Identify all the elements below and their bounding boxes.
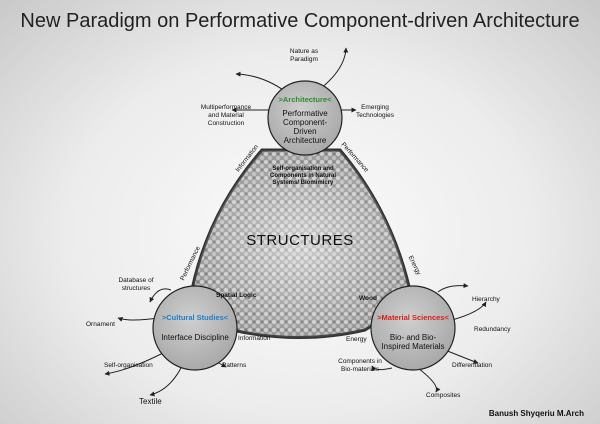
spoke-nature: Nature as Paradigm	[289, 48, 319, 63]
spoke-ornament: Ornament	[86, 321, 115, 328]
architecture-header: >Architecture<	[278, 95, 332, 104]
page-title: New Paradigm on Performative Component-d…	[20, 10, 580, 32]
spoke-arrow	[104, 351, 166, 376]
cultural-label: Interface Discipline	[161, 333, 229, 342]
spoke-textile: Textile	[139, 397, 162, 406]
spoke-database: Database of structures	[118, 277, 154, 292]
spoke-composites: Composites	[426, 392, 461, 399]
spoke-multiperformance: Multiperformance and Material Constructi…	[200, 104, 252, 127]
node-architecture	[267, 80, 343, 156]
spoke-arrow	[149, 288, 172, 303]
material-label: Bio- and Bio-Inspired Materials	[381, 333, 445, 351]
spoke-hierarchy: Hierarchy	[472, 296, 500, 303]
spoke-patterns: Patterns	[222, 362, 247, 369]
material-header: >Material Sciences<	[377, 313, 449, 322]
spoke-emerging: Emerging Technologies	[356, 104, 394, 119]
spoke-wood: Wood	[359, 295, 377, 302]
edge-bottom-right: Energy	[346, 336, 367, 343]
spoke-spatial: Spatial Logic	[216, 292, 257, 299]
spoke-components-bio: Components in Bio-materials	[338, 358, 382, 373]
spoke-redundancy: Redundancy	[474, 326, 511, 333]
spoke-arrow	[117, 317, 159, 322]
edge-bottom-left: Information	[238, 335, 271, 342]
spoke-self-org: Self-organisation	[104, 362, 153, 369]
spoke-arrow	[149, 365, 183, 397]
node-material-sciences	[370, 285, 456, 371]
inner-note: Self-organisation and Components in Natu…	[269, 166, 336, 186]
node-cultural-studies	[152, 285, 238, 371]
spoke-arrow	[437, 283, 469, 293]
structures-label: STRUCTURES	[246, 232, 354, 249]
author-credit: Banush Shyqeriu M.Arch	[488, 409, 584, 418]
spoke-arrow	[417, 367, 441, 393]
spoke-arrow	[444, 349, 479, 364]
spoke-arrow	[451, 301, 487, 321]
architecture-label: Performative Component-Driven Architectu…	[282, 109, 328, 145]
cultural-header: >Cultural Studies<	[161, 313, 229, 322]
spoke-differentiation: Differentiation	[452, 362, 492, 369]
spoke-arrow	[371, 365, 393, 372]
